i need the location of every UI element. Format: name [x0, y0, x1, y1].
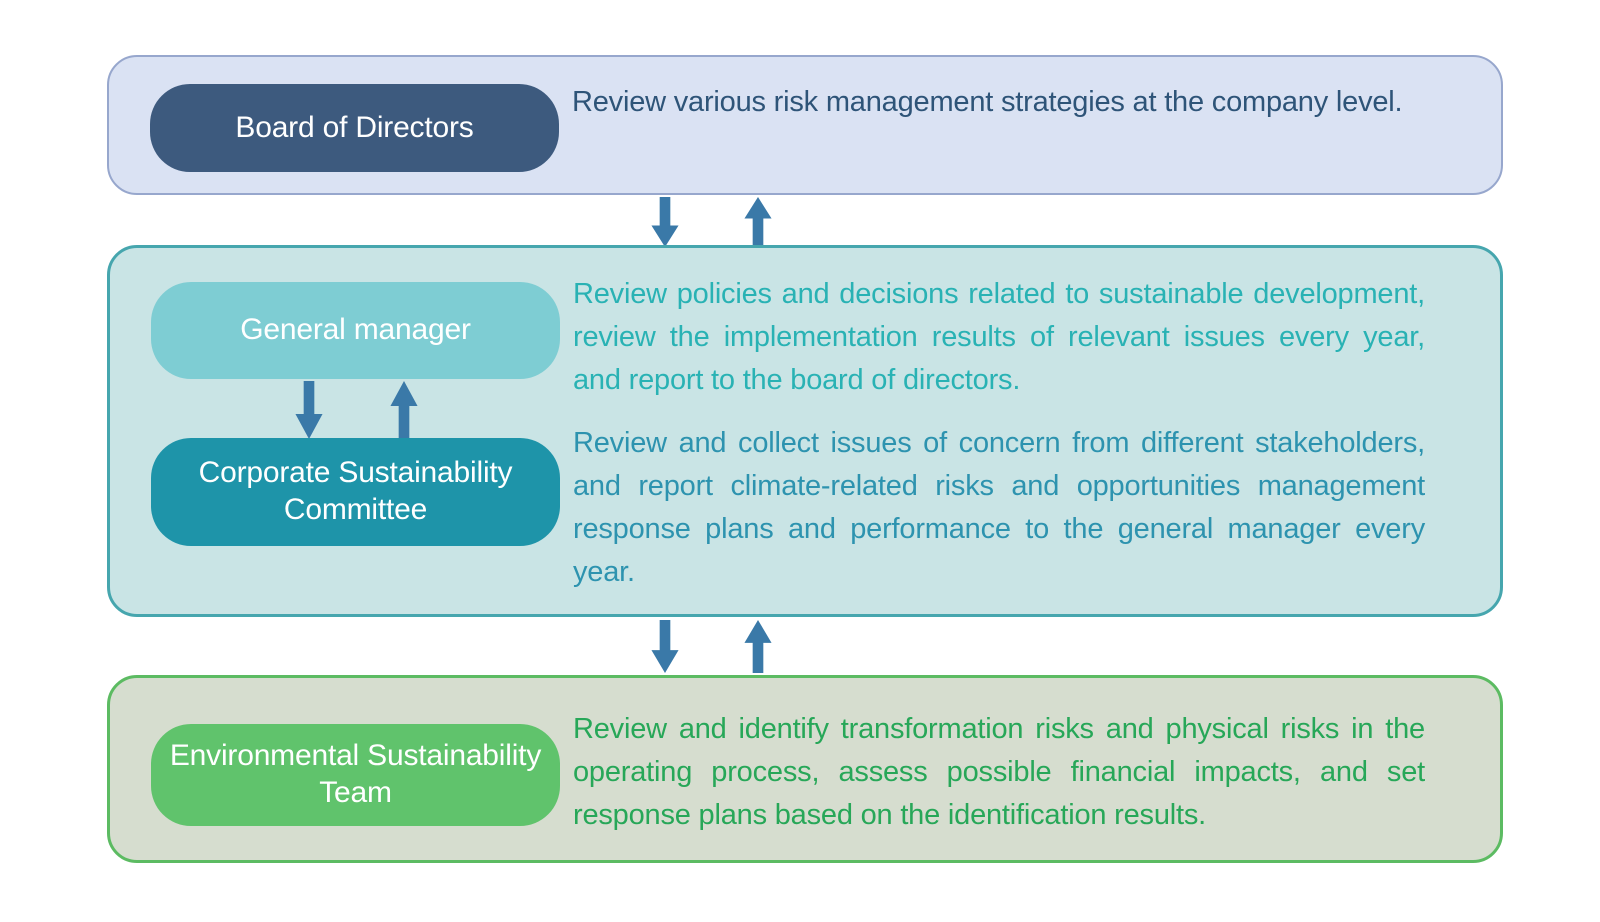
board-of-directors-label: Board of Directors: [235, 110, 474, 144]
flow-arrows-board-management: [650, 197, 773, 247]
environment-section: Environmental Sustainability Team Review…: [107, 675, 1503, 863]
general-manager-label: General manager: [240, 313, 471, 347]
environmental-team-label: Environmental Sustainability Team: [169, 739, 542, 809]
arrow-up-icon: [744, 197, 772, 247]
sustainability-committee-description: Review and collect issues of concern fro…: [573, 427, 1425, 588]
arrow-down-icon: [651, 620, 679, 673]
board-description: Review various risk management strategie…: [572, 86, 1403, 118]
flow-arrows-management-environment: [650, 620, 773, 673]
management-section: General manager Review policies and deci…: [107, 245, 1503, 617]
board-of-directors-pill: Board of Directors: [150, 84, 559, 172]
arrow-down-icon: [295, 381, 323, 439]
sustainability-committee-pill: Corporate Sustainability Committee: [151, 438, 560, 546]
arrow-down-icon: [651, 197, 679, 247]
sustainability-committee-label: Corporate Sustainability Committee: [198, 456, 513, 526]
environmental-team-pill: Environmental Sustainability Team: [151, 724, 560, 826]
general-manager-description: Review policies and decisions related to…: [573, 278, 1425, 396]
board-section: Board of Directors Review various risk m…: [107, 55, 1503, 195]
flow-arrows-gm-committee: [294, 381, 419, 439]
arrow-up-icon: [744, 620, 772, 673]
environmental-team-description: Review and identify transformation risks…: [573, 713, 1425, 831]
general-manager-pill: General manager: [151, 282, 560, 379]
arrow-up-icon: [390, 381, 418, 439]
